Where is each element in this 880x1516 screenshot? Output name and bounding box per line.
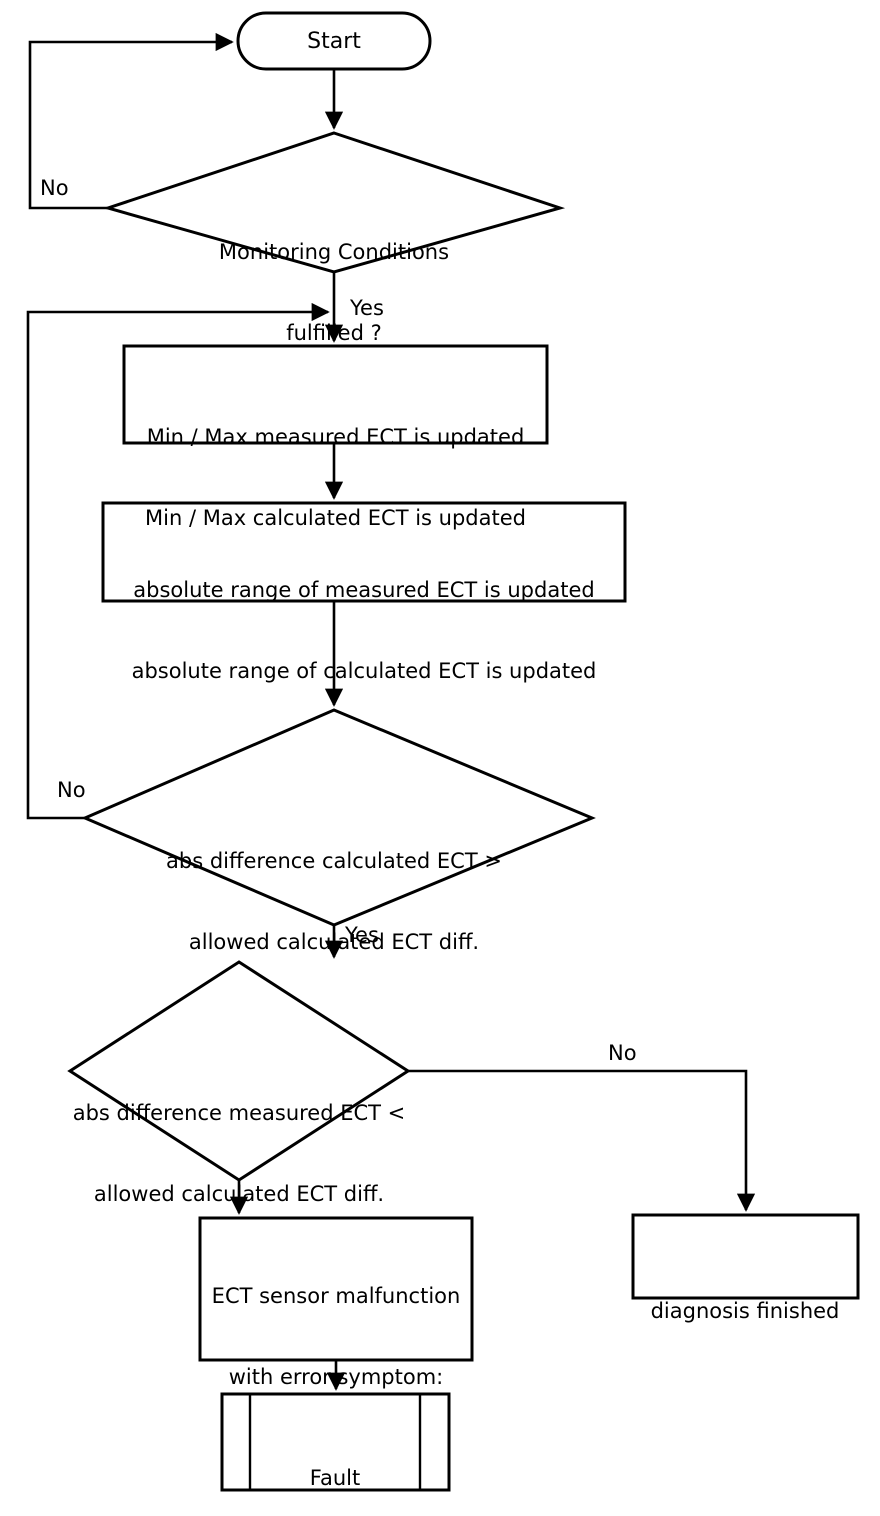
- decision-monitoring-shape: [102, 131, 566, 274]
- decision-meas-diff-shape: [67, 960, 411, 1182]
- edge-calcdiff-no-loop: [26, 302, 330, 820]
- malfunction-node-shape: [198, 1216, 474, 1362]
- edge-measdiff-no: [408, 1069, 756, 1212]
- edge-label-monitoring-yes: Yes: [350, 296, 384, 320]
- process-minmax-shape: [122, 344, 549, 445]
- edge-label-calc-diff-no: No: [57, 778, 86, 802]
- decision-calc-diff-shape: [81, 708, 596, 927]
- fault-processing-shape: [220, 1392, 451, 1492]
- edge-label-monitoring-no: No: [40, 176, 69, 200]
- edge-label-meas-diff-no: No: [608, 1041, 637, 1065]
- diagnosis-finished-shape: [631, 1213, 860, 1300]
- process-absrange-shape: [101, 501, 627, 603]
- edge-label-calc-diff-yes: Yes: [345, 923, 379, 947]
- edge-monitoring-no-loop: [28, 32, 234, 210]
- start-node-shape: [236, 11, 432, 71]
